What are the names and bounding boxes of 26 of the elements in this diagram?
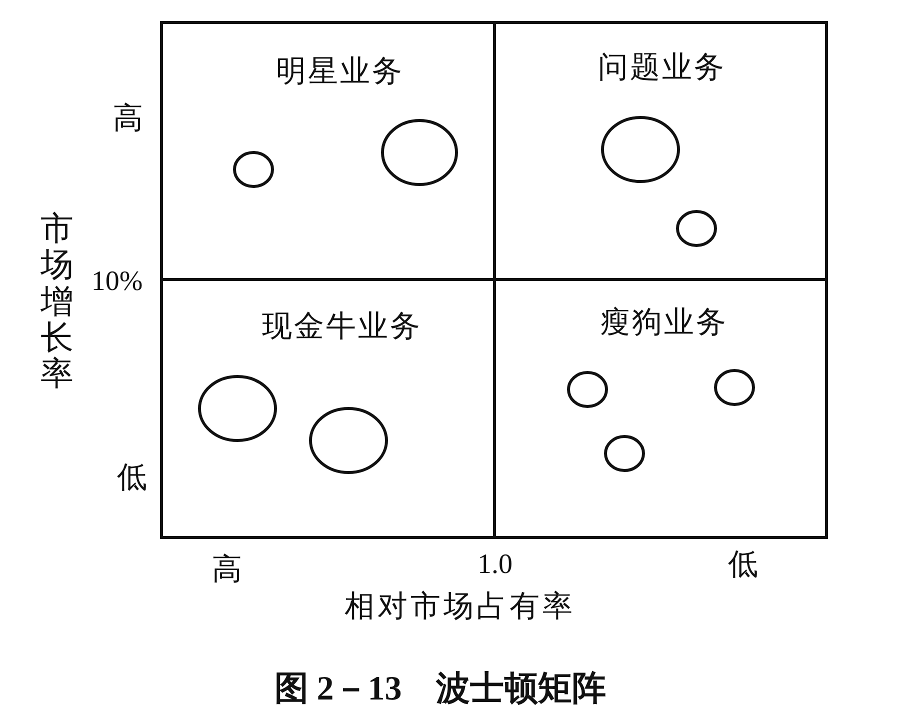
quadrant-title: 现金牛业务 xyxy=(262,309,422,345)
tick-label: 10% xyxy=(91,266,143,298)
bubble-icon xyxy=(308,406,388,474)
bubble-icon xyxy=(604,434,644,472)
bubble-icon xyxy=(380,118,458,186)
quadrant-title: 瘦狗业务 xyxy=(600,305,728,341)
bubble-icon xyxy=(232,150,274,188)
quadrant-box xyxy=(160,21,496,281)
tick-label: 1.0 xyxy=(478,548,512,582)
bubble-icon xyxy=(714,368,754,406)
figure-caption: 图 2－13 波士顿矩阵 xyxy=(274,670,606,710)
tick-label: 高 xyxy=(113,102,143,136)
tick-label: 低 xyxy=(117,460,147,496)
tick-label: 高 xyxy=(212,552,242,588)
quadrant-box xyxy=(496,281,828,539)
bubble-icon xyxy=(600,116,680,182)
quadrant-box xyxy=(160,281,496,539)
bubble-icon xyxy=(676,210,716,246)
tick-label: 低 xyxy=(728,548,758,582)
bubble-icon xyxy=(566,370,608,408)
quadrant-title: 明星业务 xyxy=(276,54,404,90)
axis-title: 市场增长率 xyxy=(40,210,74,392)
bubble-icon xyxy=(198,374,276,442)
axis-title: 相对市场占有率 xyxy=(344,590,576,624)
quadrant-title: 问题业务 xyxy=(598,50,726,86)
quadrant-box xyxy=(496,21,828,281)
